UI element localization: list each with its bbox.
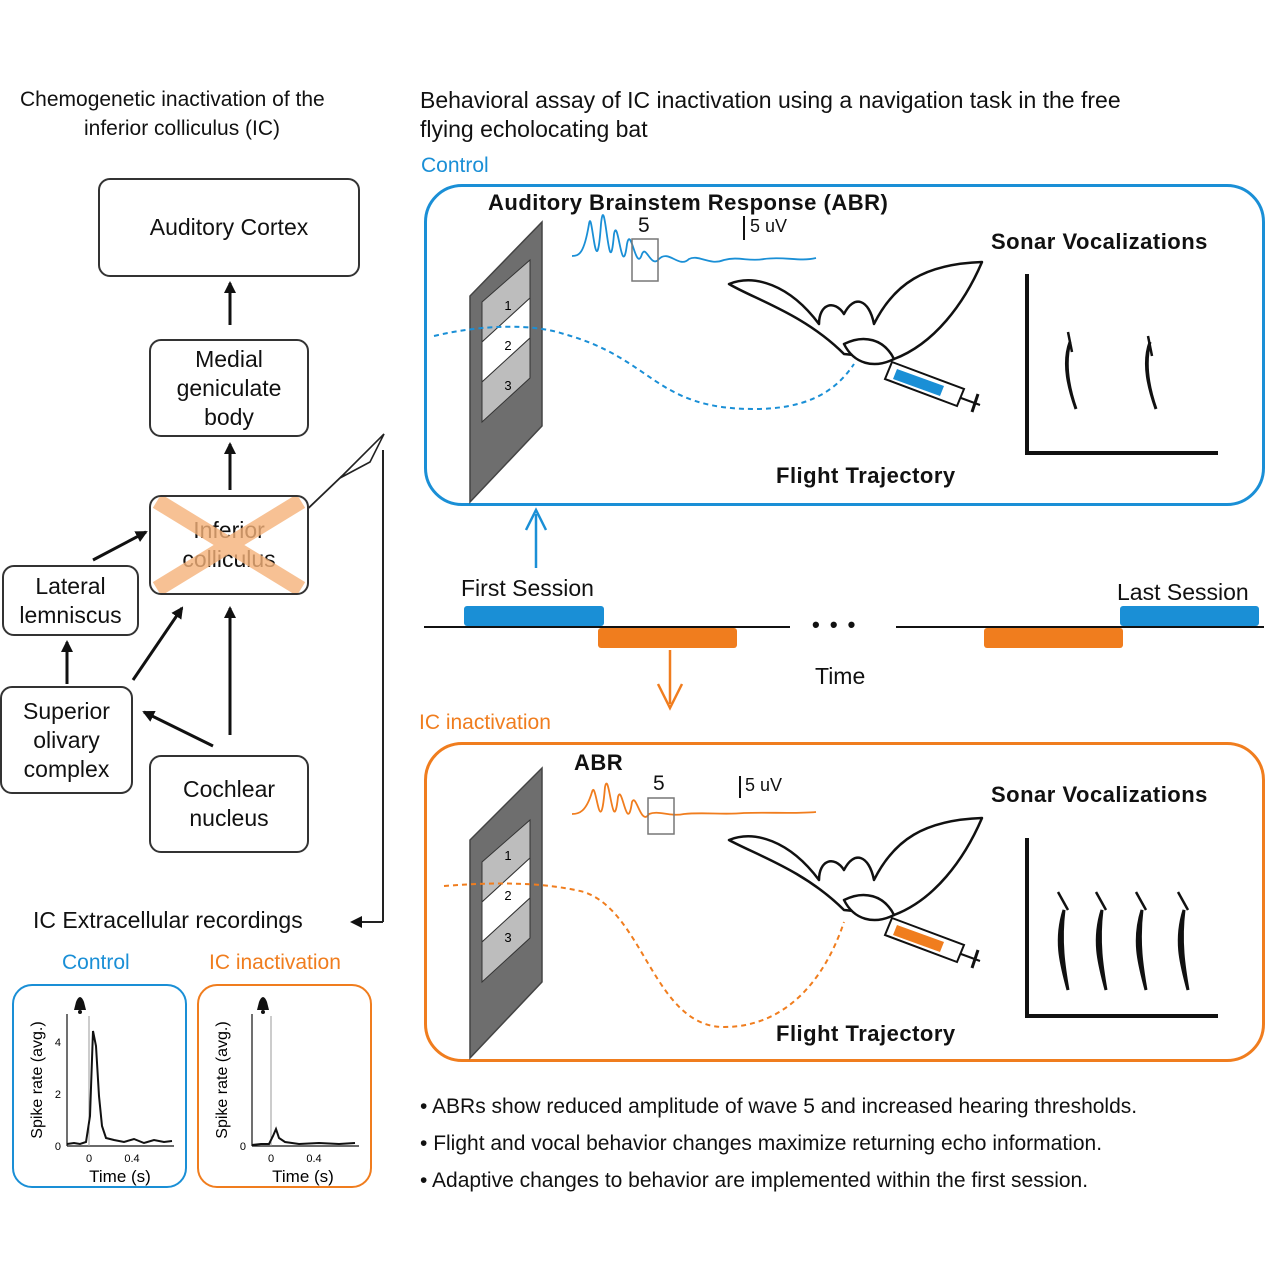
abr-ic-wave5: 5: [653, 772, 665, 795]
bell-icon: [257, 997, 269, 1014]
timeline-dots: • • •: [812, 612, 858, 637]
bullet-item: • ABRs show reduced amplitude of wave 5 …: [420, 1095, 1138, 1118]
ll-line1: Lateral: [35, 572, 106, 599]
timeline: [424, 507, 1264, 711]
left-title-line2: inferior colliculus (IC): [84, 117, 281, 140]
psth-ic-xlabel: Time (s): [272, 1167, 334, 1186]
soc-line2: olivary: [33, 726, 100, 753]
cn-line1: Cochlear: [182, 776, 276, 802]
control-panel-art: 1 2 3: [433, 214, 1218, 504]
psth-ic-ylabel: Spike rate (avg.): [214, 1021, 231, 1138]
door-3-label: 3: [504, 378, 511, 393]
left-title-line1: Chemogenetic inactivation of the: [20, 88, 325, 111]
control-panel-label: Control: [421, 154, 489, 177]
inactivation-cross-icon: [152, 497, 306, 593]
yt0: 0: [240, 1141, 246, 1153]
abr-trace: [571, 214, 817, 263]
right-title-line2: flying echolocating bat: [420, 116, 648, 142]
lateral-lemniscus-box: Lateral lemniscus: [2, 565, 139, 636]
mgb-line1: Medial: [195, 345, 263, 372]
last-session-label: Last Session: [1117, 579, 1249, 605]
recordings-label: IC Extracellular recordings: [33, 907, 303, 933]
abr-trace: [571, 782, 817, 818]
xt1: 0.4: [306, 1153, 321, 1165]
door-1-label: 1: [504, 848, 511, 863]
door-2-label: 2: [504, 338, 511, 353]
xt0: 0: [86, 1153, 92, 1165]
abr-ic-scale: 5 uV: [745, 775, 783, 795]
soc-line3: complex: [23, 755, 110, 782]
psth-ic-panel: 0 0 0.4 Time (s) Spike rate (avg.): [197, 984, 372, 1188]
mgb-box: Medial geniculate body: [149, 339, 309, 437]
bell-icon: [74, 997, 86, 1014]
psth-control-label: Control: [62, 951, 130, 974]
yt2: 4: [55, 1037, 61, 1049]
ic-panel-label: IC inactivation: [419, 711, 551, 734]
mgb-line2: geniculate: [176, 374, 282, 401]
psth-control-panel: 0 2 4 0 0.4 Time (s) Spike rate (avg.): [12, 984, 187, 1188]
time-label: Time: [815, 663, 866, 689]
psth-control-plot: 0 2 4 0 0.4 Time (s) Spike rate (avg.): [29, 997, 174, 1186]
first-session-label: First Session: [461, 575, 594, 601]
first-session-bar: [464, 606, 604, 626]
abr-control-wave5: 5: [638, 214, 650, 237]
psth-ic-label: IC inactivation: [209, 951, 341, 974]
cn-line2: nucleus: [189, 805, 269, 831]
bat-icon: [727, 260, 984, 366]
auditory-cortex-box: Auditory Cortex: [98, 178, 360, 277]
auditory-cortex-label: Auditory Cortex: [149, 214, 309, 240]
xt1: 0.4: [124, 1153, 139, 1165]
ic-session-bar-1: [598, 628, 737, 648]
inferior-colliculus-box: Inferior colliculus: [149, 495, 309, 595]
bullet-list: • ABRs show reduced amplitude of wave 5 …: [420, 1088, 1137, 1199]
yt0: 0: [55, 1141, 61, 1153]
syringe-icon: [883, 916, 981, 969]
psth-ic-plot: 0 0 0.4 Time (s) Spike rate (avg.): [214, 997, 359, 1186]
ll-line2: lemniscus: [19, 601, 122, 628]
ic-panel-art: 1 2 3: [443, 766, 1218, 1060]
cochlear-nucleus-box: Cochlear nucleus: [149, 755, 309, 853]
ic-panel: [424, 742, 1265, 1062]
sonar-ic-title: Sonar Vocalizations: [991, 782, 1208, 807]
psth-control-xlabel: Time (s): [89, 1167, 151, 1186]
control-panel: [424, 184, 1265, 506]
yt1: 2: [55, 1089, 61, 1101]
door-2-label: 2: [504, 888, 511, 903]
bullet-item: • Flight and vocal behavior changes maxi…: [420, 1132, 1103, 1155]
sonar-control-title: Sonar Vocalizations: [991, 229, 1208, 254]
syringe-icon: [883, 360, 981, 413]
flight-ic-title: Flight Trajectory: [776, 1021, 956, 1046]
abr-ic-title: ABR: [574, 750, 624, 775]
psth-control-ylabel: Spike rate (avg.): [29, 1021, 46, 1138]
flight-control-title: Flight Trajectory: [776, 463, 956, 488]
door-1-label: 1: [504, 298, 511, 313]
soc-line1: Superior: [23, 697, 110, 724]
xt0: 0: [268, 1153, 274, 1165]
flight-trajectory-line: [443, 882, 845, 1029]
abr-control-scale: 5 uV: [750, 216, 788, 236]
last-session-bar: [1120, 606, 1259, 626]
superior-olivary-complex-box: Superior olivary complex: [0, 686, 133, 794]
flight-trajectory-line: [433, 325, 855, 411]
bat-icon: [727, 816, 984, 922]
door-3-label: 3: [504, 930, 511, 945]
bullet-item: • Adaptive changes to behavior are imple…: [420, 1169, 1089, 1192]
abr-control-title: Auditory Brainstem Response (ABR): [488, 190, 889, 215]
mgb-line3: body: [204, 403, 254, 430]
ic-session-bar-2: [984, 628, 1123, 648]
right-title-line1: Behavioral assay of IC inactivation usin…: [420, 87, 1121, 113]
